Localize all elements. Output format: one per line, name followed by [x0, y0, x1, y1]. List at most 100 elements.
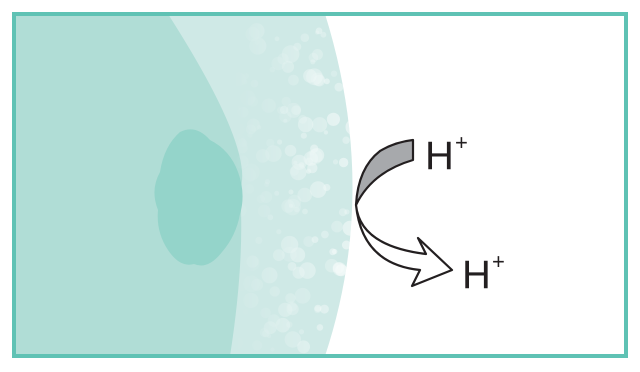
particle — [286, 102, 302, 118]
particle — [338, 208, 347, 217]
particle — [252, 340, 263, 351]
particle — [261, 98, 276, 113]
particle — [297, 116, 314, 133]
particle — [293, 42, 302, 51]
particle — [321, 230, 329, 239]
particle — [332, 262, 347, 276]
particle — [277, 106, 285, 114]
particle — [245, 26, 260, 42]
bottom-ion-charge: + — [492, 249, 505, 274]
particle — [265, 145, 282, 162]
particle — [288, 203, 293, 208]
particle — [309, 181, 327, 198]
particle — [246, 255, 259, 268]
particle — [240, 90, 256, 106]
particle — [291, 154, 307, 170]
particle — [281, 96, 291, 107]
particle — [323, 130, 329, 135]
particle — [284, 144, 297, 157]
particle — [243, 309, 249, 315]
particle — [261, 267, 278, 284]
particle — [266, 138, 275, 148]
particle — [251, 278, 264, 291]
particle — [341, 240, 351, 250]
particle — [237, 106, 249, 118]
particle — [319, 304, 329, 314]
particle — [249, 37, 267, 55]
particle — [274, 36, 280, 42]
particle — [306, 68, 323, 86]
particle — [254, 39, 260, 45]
particle — [288, 189, 294, 195]
particle — [257, 204, 271, 218]
particle — [287, 194, 302, 209]
particle — [264, 179, 270, 185]
particle — [331, 220, 343, 233]
particle — [332, 159, 339, 165]
particle — [281, 45, 300, 63]
top-ion-charge: + — [455, 130, 468, 155]
particle — [281, 246, 297, 262]
particle — [270, 347, 275, 352]
particle — [342, 136, 350, 144]
particle — [272, 249, 285, 262]
particle — [312, 49, 323, 60]
outgoing-proton-arrow — [354, 203, 454, 288]
particle — [344, 209, 350, 215]
particle — [334, 82, 344, 92]
particle — [244, 184, 255, 194]
particle — [338, 157, 349, 168]
particle — [267, 214, 274, 221]
particle — [274, 190, 280, 196]
particle — [306, 148, 323, 165]
particle — [232, 122, 245, 136]
particle — [323, 183, 331, 192]
particle — [310, 59, 316, 65]
particle — [255, 236, 263, 244]
particle — [283, 118, 288, 123]
particle — [281, 199, 295, 213]
particle — [269, 66, 276, 73]
particle — [284, 198, 301, 216]
particle — [256, 194, 265, 204]
particle — [308, 52, 319, 63]
core-blob — [154, 129, 243, 266]
particle — [326, 112, 340, 126]
particle — [303, 69, 317, 83]
particle — [291, 105, 301, 115]
particle — [332, 248, 338, 255]
particle — [275, 317, 291, 333]
particle — [263, 321, 277, 335]
particle — [314, 304, 322, 312]
particle — [242, 163, 260, 181]
particle — [242, 79, 248, 85]
particle — [302, 208, 308, 215]
particle — [316, 324, 324, 331]
particle — [276, 229, 282, 235]
particle — [260, 191, 273, 203]
particle — [264, 182, 270, 187]
particle — [243, 275, 260, 293]
particle — [241, 167, 257, 183]
particle — [307, 162, 318, 174]
top-ion-symbol: H — [425, 134, 454, 178]
particle — [288, 74, 299, 86]
particle — [303, 236, 315, 247]
particle — [235, 155, 249, 169]
particle — [294, 287, 311, 304]
particle — [342, 220, 353, 236]
particle — [237, 138, 247, 148]
particle — [298, 329, 305, 335]
particle — [299, 262, 316, 279]
diagram-frame — [12, 12, 628, 358]
particle — [330, 70, 338, 77]
particle — [297, 187, 313, 203]
particle — [300, 132, 307, 139]
particle — [255, 149, 270, 163]
particle — [246, 118, 260, 132]
particle — [243, 292, 259, 309]
particle — [250, 79, 259, 88]
particle-texture — [230, 23, 353, 354]
particle — [243, 73, 250, 79]
